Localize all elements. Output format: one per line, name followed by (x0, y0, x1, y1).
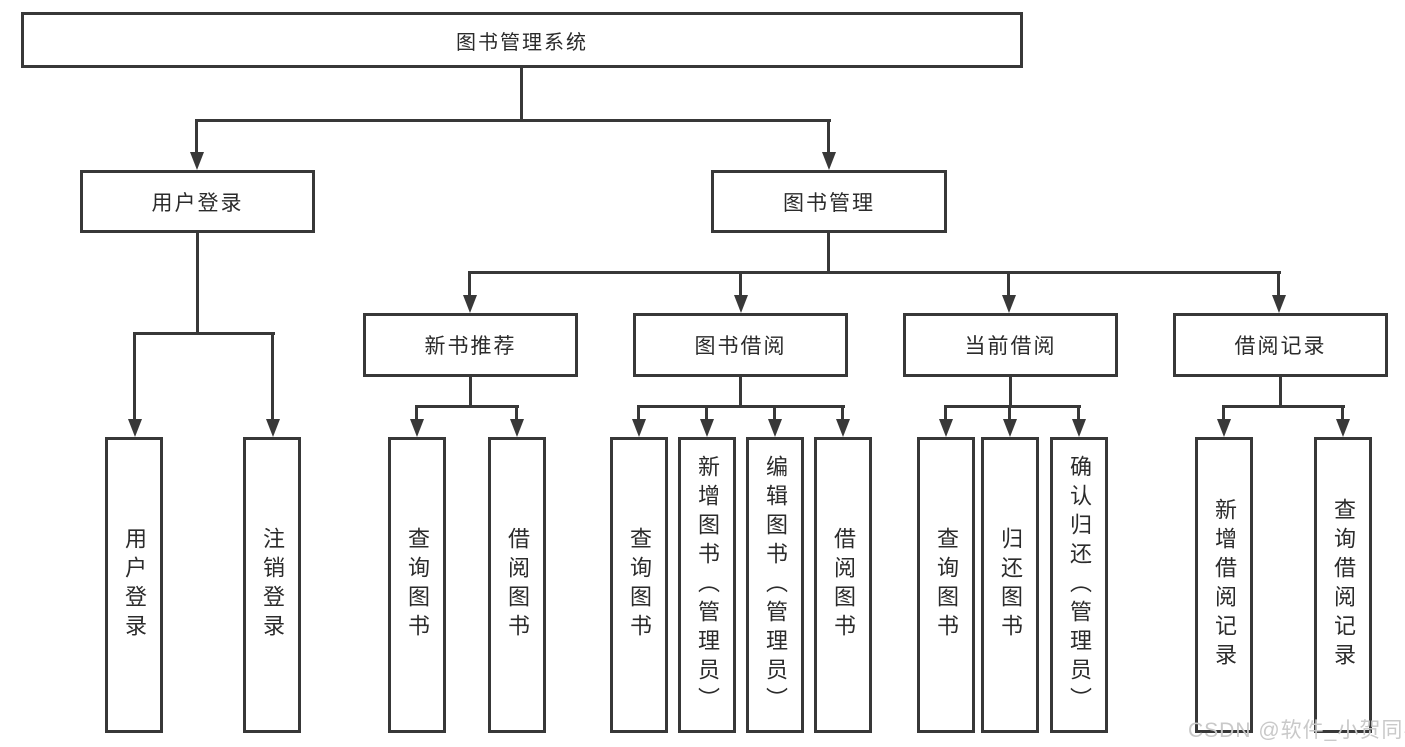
connector-book-borrow-rail (637, 405, 845, 408)
leaf-borrow-books: 借阅图书 (814, 437, 872, 733)
node-current-borrow: 当前借阅 (903, 313, 1118, 377)
connector-drop (773, 405, 776, 421)
connector-drop (415, 405, 418, 421)
arrow-down-icon (822, 152, 836, 170)
arrow-down-icon (939, 419, 953, 437)
arrow-down-icon (632, 419, 646, 437)
node-borrow-records: 借阅记录 (1173, 313, 1388, 377)
arrow-down-icon (128, 419, 142, 437)
leaf-return-book: 归还图书 (981, 437, 1039, 733)
leaf-add-book-admin-label: 新增图书（管理员） (695, 454, 720, 716)
connector-drop-book-borrow (739, 271, 742, 297)
arrow-down-icon (510, 419, 524, 437)
leaf-query-borrow-record: 查询借阅记录 (1314, 437, 1372, 733)
leaf-user-login: 用户登录 (105, 437, 163, 733)
arrow-down-icon (700, 419, 714, 437)
arrow-down-icon (1002, 295, 1016, 313)
leaf-query-books-current-label: 查询图书 (934, 527, 959, 643)
connector-drop-leaf-user-login (133, 332, 136, 421)
arrow-down-icon (836, 419, 850, 437)
arrow-down-icon (1003, 419, 1017, 437)
connector-drop-current-borrow (1007, 271, 1010, 297)
leaf-query-books-recommend: 查询图书 (388, 437, 446, 733)
connector-drop (1008, 405, 1011, 421)
arrow-down-icon (1217, 419, 1231, 437)
connector-root-trunk (520, 66, 523, 121)
connector-drop (841, 405, 844, 421)
leaf-add-book-admin: 新增图书（管理员） (678, 437, 736, 733)
connector-drop (1341, 405, 1344, 421)
connector-drop (1077, 405, 1080, 421)
connector-drop-borrow-records (1277, 271, 1280, 297)
arrow-down-icon (266, 419, 280, 437)
leaf-borrow-books-recommend-label: 借阅图书 (505, 527, 530, 643)
node-user-login: 用户登录 (80, 170, 315, 233)
node-book-borrow-label: 图书借阅 (694, 335, 787, 358)
leaf-logout: 注销登录 (243, 437, 301, 733)
arrow-down-icon (410, 419, 424, 437)
connector-drop (515, 405, 518, 421)
leaf-confirm-return-admin: 确认归还（管理员） (1050, 437, 1108, 733)
connector-drop (1222, 405, 1225, 421)
connector-new-book-trunk (469, 377, 472, 408)
node-borrow-records-label: 借阅记录 (1234, 335, 1327, 358)
arrow-down-icon (734, 295, 748, 313)
node-library-management-system: 图书管理系统 (21, 12, 1023, 68)
connector-current-borrow-trunk (1009, 377, 1012, 408)
connector-drop (705, 405, 708, 421)
leaf-borrow-books-recommend: 借阅图书 (488, 437, 546, 733)
arrow-down-icon (1272, 295, 1286, 313)
connector-book-management-rail (468, 271, 1281, 274)
node-current-borrow-label: 当前借阅 (964, 335, 1057, 358)
leaf-confirm-return-admin-label: 确认归还（管理员） (1067, 454, 1092, 716)
arrow-down-icon (768, 419, 782, 437)
connector-borrow-records-rail (1222, 405, 1345, 408)
connector-book-management-trunk (827, 233, 830, 273)
connector-drop-leaf-logout (271, 332, 274, 421)
connector-user-login-rail (133, 332, 275, 335)
leaf-user-login-label: 用户登录 (122, 527, 147, 643)
leaf-query-books-current: 查询图书 (917, 437, 975, 733)
leaf-query-books-recommend-label: 查询图书 (405, 527, 430, 643)
node-book-borrow: 图书借阅 (633, 313, 848, 377)
leaf-query-books-borrow-label: 查询图书 (627, 527, 652, 643)
connector-drop-new-book (468, 271, 471, 297)
node-new-book-recommend: 新书推荐 (363, 313, 578, 377)
connector-borrow-records-trunk (1279, 377, 1282, 408)
node-book-management: 图书管理 (711, 170, 947, 233)
leaf-add-borrow-record: 新增借阅记录 (1195, 437, 1253, 733)
leaf-add-borrow-record-label: 新增借阅记录 (1212, 498, 1237, 672)
arrow-down-icon (1072, 419, 1086, 437)
node-book-management-label: 图书管理 (783, 191, 875, 215)
node-new-book-recommend-label: 新书推荐 (424, 335, 517, 358)
connector-user-login-trunk (196, 233, 199, 334)
arrow-down-icon (190, 152, 204, 170)
connector-drop-user-login (195, 119, 198, 155)
connector-current-borrow-rail (944, 405, 1081, 408)
watermark: CSDN @软件_小贺同学 (1188, 719, 1405, 742)
arrow-down-icon (463, 295, 477, 313)
connector-root-rail (195, 119, 831, 122)
connector-book-borrow-trunk (739, 377, 742, 408)
leaf-query-books-borrow: 查询图书 (610, 437, 668, 733)
leaf-borrow-books-label: 借阅图书 (831, 527, 856, 643)
leaf-edit-book-admin: 编辑图书（管理员） (746, 437, 804, 733)
leaf-query-borrow-record-label: 查询借阅记录 (1331, 498, 1356, 672)
connector-drop (944, 405, 947, 421)
leaf-return-book-label: 归还图书 (998, 527, 1023, 643)
connector-new-book-rail (415, 405, 519, 408)
connector-drop-book-management (827, 119, 830, 155)
leaf-logout-label: 注销登录 (260, 527, 285, 643)
node-user-login-label: 用户登录 (151, 191, 244, 215)
leaf-edit-book-admin-label: 编辑图书（管理员） (763, 454, 788, 716)
connector-drop (637, 405, 640, 421)
node-library-management-system-label: 图书管理系统 (456, 31, 588, 54)
arrow-down-icon (1336, 419, 1350, 437)
